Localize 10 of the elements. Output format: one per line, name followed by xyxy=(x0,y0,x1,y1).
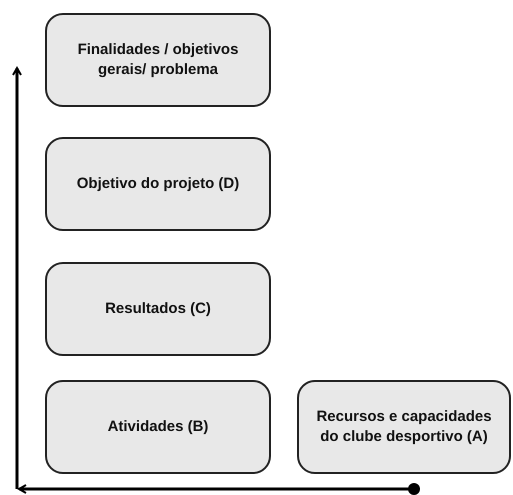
process-box xyxy=(297,380,511,474)
box-label: Recursos e capacidades do clube desportivo (A) xyxy=(315,407,493,447)
process-box xyxy=(45,137,271,231)
box-label: Finalidades / objetivos gerais/ problema xyxy=(76,40,240,80)
process-box xyxy=(45,262,271,356)
box-label: Objetivo do projeto (D) xyxy=(76,174,240,194)
box-label: Atividades (B) xyxy=(108,417,208,437)
process-box xyxy=(45,13,271,107)
process-box xyxy=(45,380,271,474)
box-label: Resultados (C) xyxy=(105,299,211,319)
